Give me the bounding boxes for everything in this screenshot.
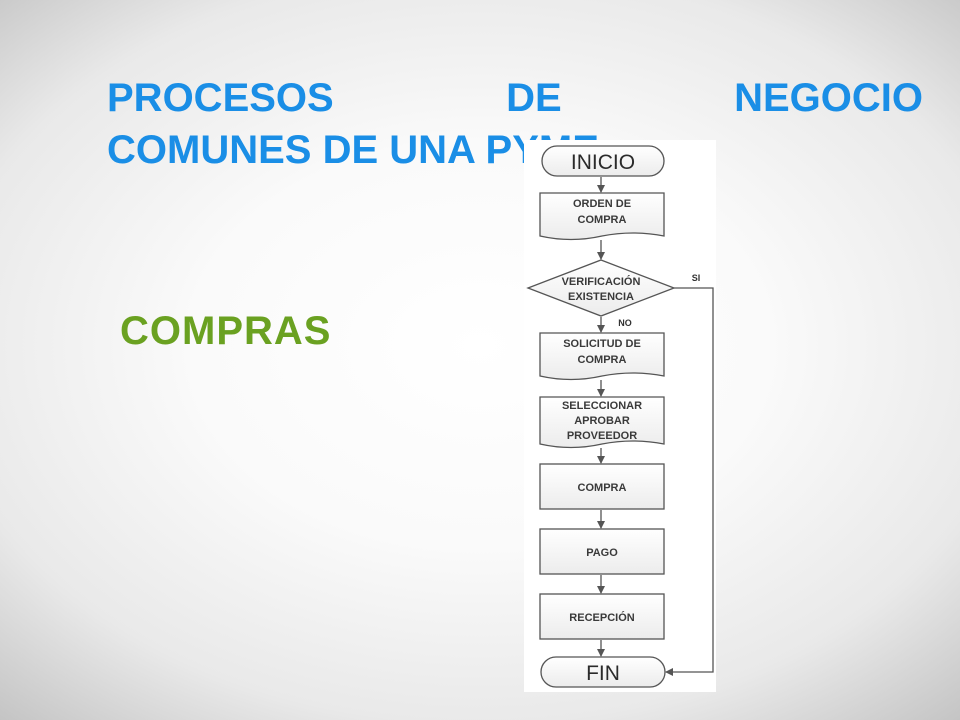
start-node: INICIO [541, 145, 665, 177]
recepcion-node: RECEPCIÓN [539, 593, 665, 640]
orden-compra-node: ORDEN DE COMPRA [539, 192, 665, 241]
title-word-1: PROCESOS [107, 76, 334, 120]
end-node: FIN [540, 656, 666, 688]
slide-title: PROCESOS DE NEGOCIO COMUNES DE UNA PYME [107, 72, 923, 176]
section-label-compras: COMPRAS [120, 309, 332, 353]
verificacion-label-line2: EXISTENCIA [568, 291, 634, 303]
branch-yes-label: SI [692, 273, 701, 283]
end-label: FIN [586, 662, 620, 685]
seleccionar-label-line3: PROVEEDOR [567, 430, 637, 442]
title-word-3: NEGOCIO [734, 76, 923, 120]
flowchart: INICIO ORDEN DE COMPRA VERIFICACIÓN EXIS… [524, 140, 716, 692]
pago-node: PAGO [539, 528, 665, 575]
seleccionar-label-line2: APROBAR [574, 415, 630, 427]
solicitud-compra-node: SOLICITUD DE COMPRA [539, 332, 665, 381]
solicitud-label-line1: SOLICITUD DE [563, 338, 641, 350]
title-word-2: DE [506, 76, 562, 120]
pago-label: PAGO [586, 547, 618, 559]
title-line-1: PROCESOS DE NEGOCIO [107, 72, 923, 124]
flowchart-svg: INICIO ORDEN DE COMPRA VERIFICACIÓN EXIS… [526, 145, 714, 688]
recepcion-label: RECEPCIÓN [569, 611, 634, 624]
seleccionar-label-line1: SELECCIONAR [562, 400, 642, 412]
solicitud-label-line2: COMPRA [578, 354, 627, 366]
orden-label-line2: COMPRA [578, 214, 627, 226]
compra-label: COMPRA [578, 482, 627, 494]
title-line-2: COMUNES DE UNA PYME [107, 128, 599, 172]
verificacion-label-line1: VERIFICACIÓN [562, 275, 641, 288]
orden-label-line1: ORDEN DE [573, 198, 631, 210]
seleccionar-proveedor-node: SELECCIONAR APROBAR PROVEEDOR [539, 396, 665, 449]
start-label: INICIO [571, 151, 635, 174]
compra-node: COMPRA [539, 463, 665, 510]
branch-no-label: NO [618, 318, 632, 328]
arrow-yes-to-end [665, 287, 714, 676]
verificacion-decision: VERIFICACIÓN EXISTENCIA [526, 259, 676, 317]
